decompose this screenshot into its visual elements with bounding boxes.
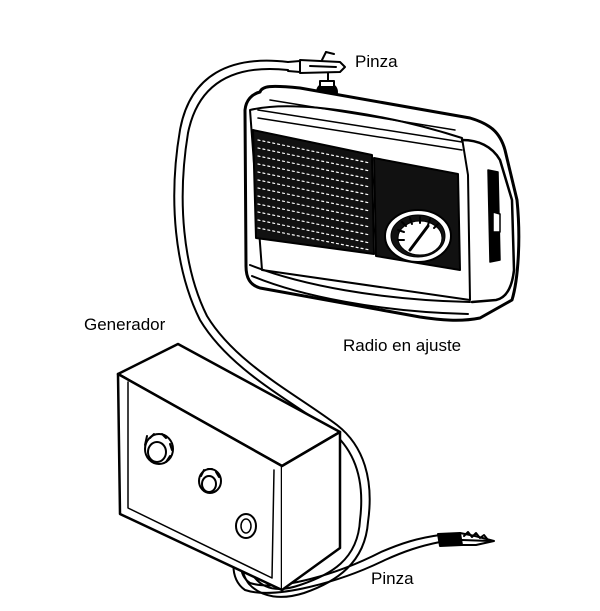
label-radio-en-ajuste: Radio en ajuste xyxy=(343,336,462,355)
top-clip xyxy=(287,51,346,83)
bottom-clip xyxy=(437,531,495,547)
generator-box xyxy=(116,342,342,592)
knob-small xyxy=(198,468,222,494)
label-pinza-top: Pinza xyxy=(355,52,398,71)
dial-panel xyxy=(373,157,461,271)
cable-grommet xyxy=(235,513,257,539)
knob-large xyxy=(144,433,174,465)
label-generador: Generador xyxy=(84,315,166,334)
label-pinza-bottom: Pinza xyxy=(371,569,414,588)
speaker-grille xyxy=(252,129,375,255)
